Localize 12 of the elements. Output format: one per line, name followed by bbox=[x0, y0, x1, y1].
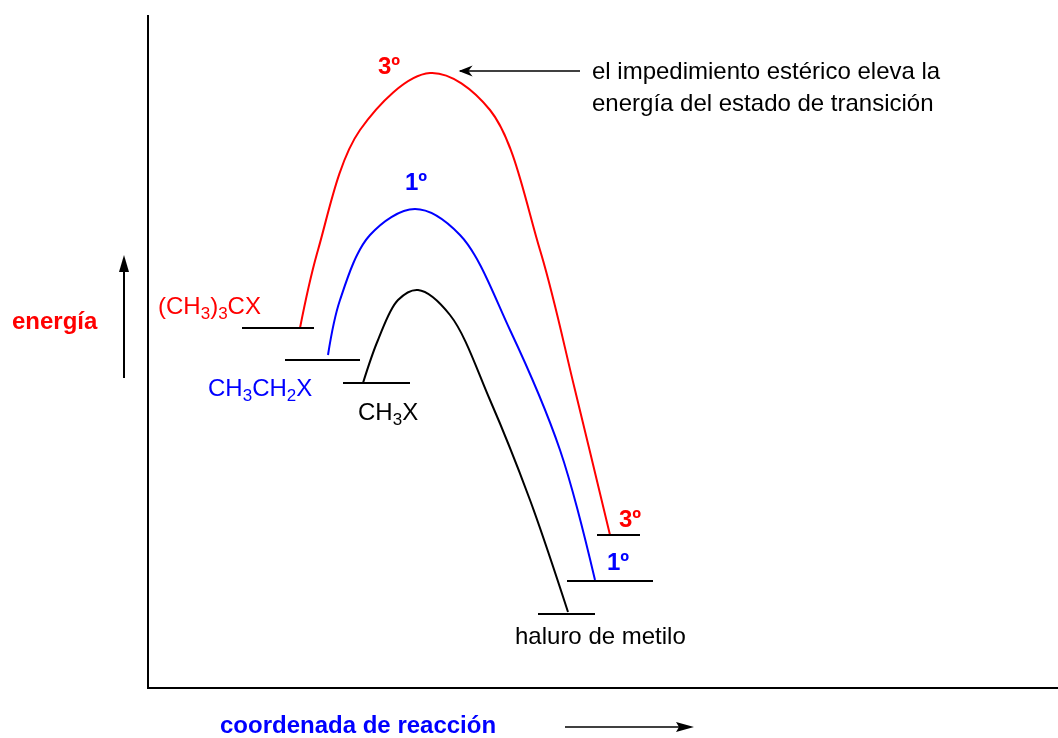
product-label: 3º bbox=[619, 505, 642, 533]
axis-title: coordenada de reacción bbox=[220, 711, 497, 738]
reactant-label: (CH$_{3}$)$_{3}$CX bbox=[158, 292, 261, 320]
peak-label: 1º bbox=[405, 168, 428, 196]
product-label: haluro de metilo bbox=[515, 622, 686, 650]
reactant-label: CH$_{3}$X bbox=[358, 398, 419, 426]
axis-title: energía bbox=[12, 307, 98, 335]
arrow bbox=[458, 65, 581, 77]
reactant-label: CH$_{3}$CH$_{2}$X bbox=[208, 374, 313, 402]
annotation-text: el impedimiento estérico eleva la energía del estado de transición bbox=[592, 55, 1042, 119]
peak-label: 3º bbox=[378, 52, 401, 80]
product-label: 1º bbox=[607, 548, 630, 576]
